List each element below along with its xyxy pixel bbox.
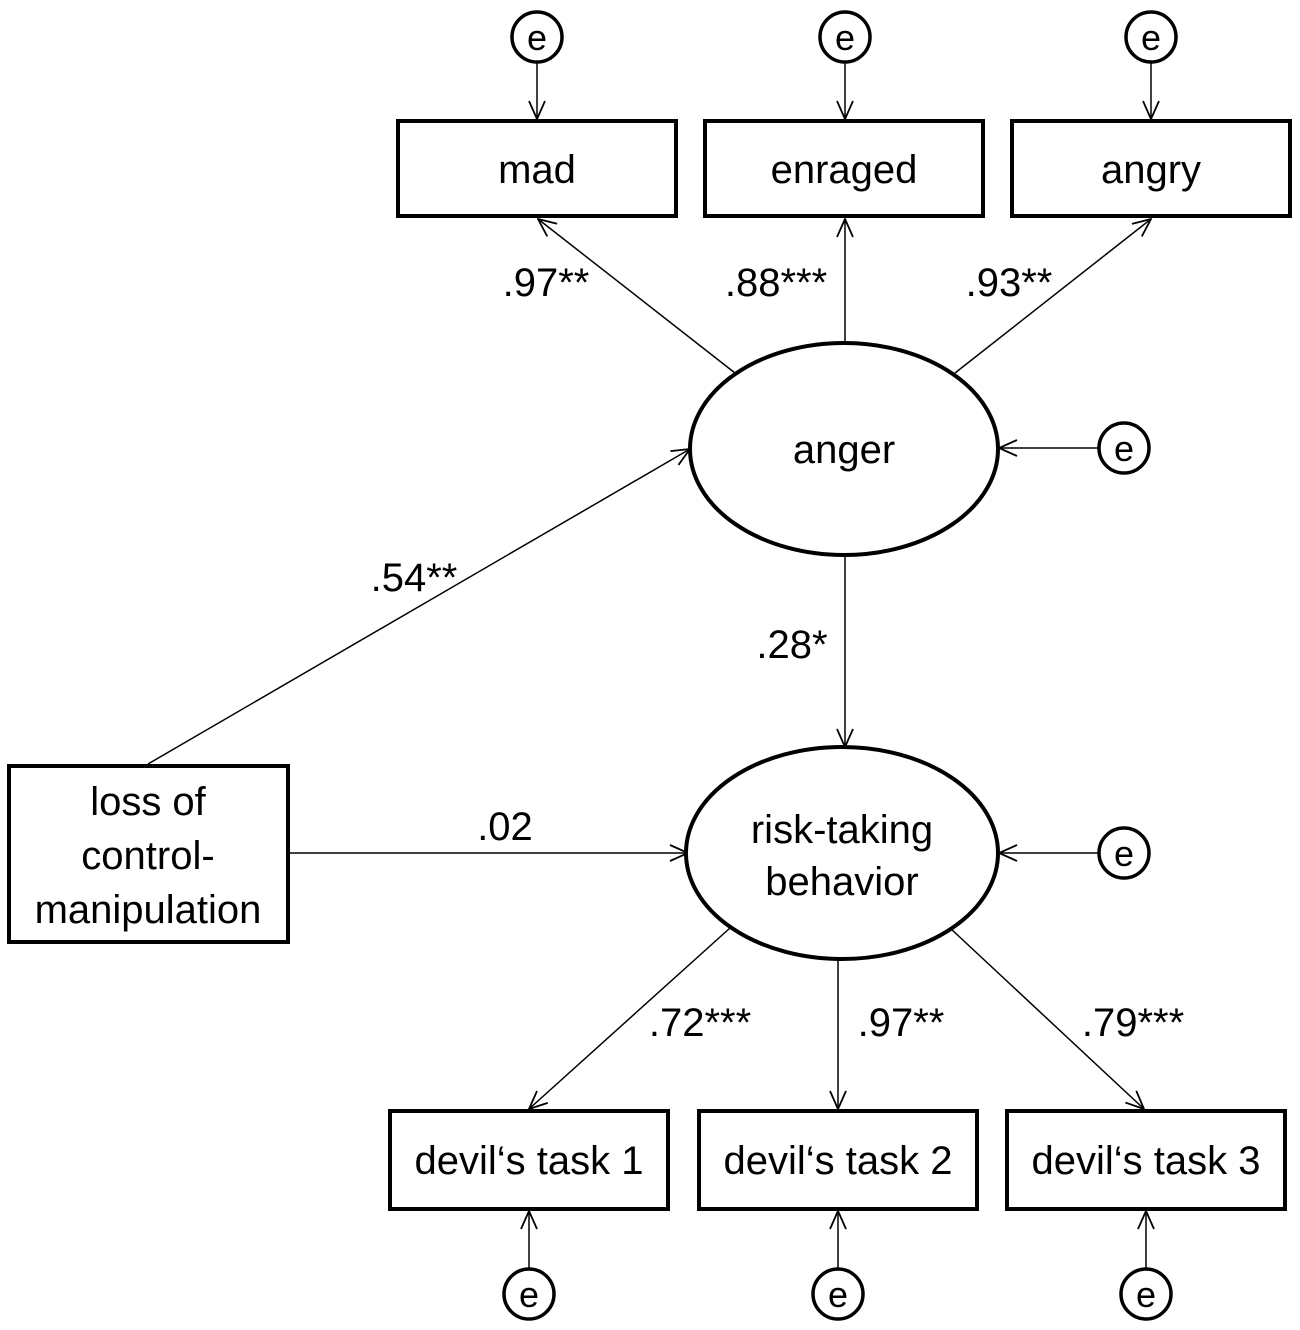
coef-loss-anger: .54**	[371, 556, 458, 600]
error-node-enraged: e	[818, 10, 872, 64]
loss-label-line3: manipulation	[35, 888, 262, 932]
loss-to-anger-arrow	[147, 449, 690, 765]
anger-to-angry-arrow	[954, 219, 1151, 374]
error-label: e	[519, 1274, 539, 1315]
error-node-devil3: e	[1119, 1267, 1173, 1321]
error-node-risk: e	[1097, 826, 1151, 880]
error-label: e	[1136, 1274, 1156, 1315]
indicator-mad: mad	[396, 119, 678, 218]
error-label: e	[1141, 17, 1161, 58]
indicator-enraged-label: enraged	[771, 148, 918, 192]
coef-loss-risk: .02	[477, 805, 533, 849]
indicator-devil1: devil‘s task 1	[388, 1109, 670, 1211]
latent-risk-label-line1: risk-taking	[751, 808, 933, 852]
indicator-devil3: devil‘s task 3	[1005, 1109, 1287, 1211]
indicator-devil2: devil‘s task 2	[697, 1109, 979, 1211]
error-label: e	[835, 17, 855, 58]
coef-risk-devil1: .72***	[649, 1001, 751, 1045]
indicator-angry: angry	[1010, 119, 1292, 218]
indicator-enraged: enraged	[703, 119, 985, 218]
coef-risk-devil2: .97**	[858, 1001, 945, 1045]
error-node-devil2: e	[811, 1267, 865, 1321]
risk-to-devil3-arrow	[949, 927, 1144, 1109]
coef-anger-enraged: .88***	[725, 261, 827, 305]
loss-label-line2: control-	[81, 834, 214, 878]
coef-anger-risk: .28*	[756, 623, 827, 667]
error-node-devil1: e	[502, 1267, 556, 1321]
coef-risk-devil3: .79***	[1082, 1001, 1184, 1045]
error-label: e	[1114, 428, 1134, 469]
latent-risk-taking: risk-taking behavior	[684, 745, 1000, 961]
error-node-anger: e	[1097, 421, 1151, 475]
error-node-angry: e	[1124, 10, 1178, 64]
coef-anger-angry: .93**	[966, 261, 1053, 305]
latent-anger: anger	[688, 341, 1000, 557]
error-label: e	[828, 1274, 848, 1315]
indicator-mad-label: mad	[498, 148, 576, 192]
error-label: e	[527, 17, 547, 58]
risk-to-devil1-arrow	[529, 927, 731, 1109]
latent-anger-label: anger	[793, 428, 895, 472]
error-label: e	[1114, 833, 1134, 874]
anger-to-mad-arrow	[538, 219, 736, 374]
error-node-mad: e	[510, 10, 564, 64]
indicator-devil1-label: devil‘s task 1	[415, 1139, 644, 1183]
loss-label-line1: loss of	[90, 780, 206, 824]
loss-of-control-manipulation: loss of control- manipulation	[7, 764, 290, 944]
indicator-devil2-label: devil‘s task 2	[724, 1139, 953, 1183]
coef-anger-mad: .97**	[503, 261, 590, 305]
indicator-angry-label: angry	[1101, 148, 1201, 192]
latent-risk-label-line2: behavior	[765, 860, 918, 904]
indicator-devil3-label: devil‘s task 3	[1032, 1139, 1261, 1183]
